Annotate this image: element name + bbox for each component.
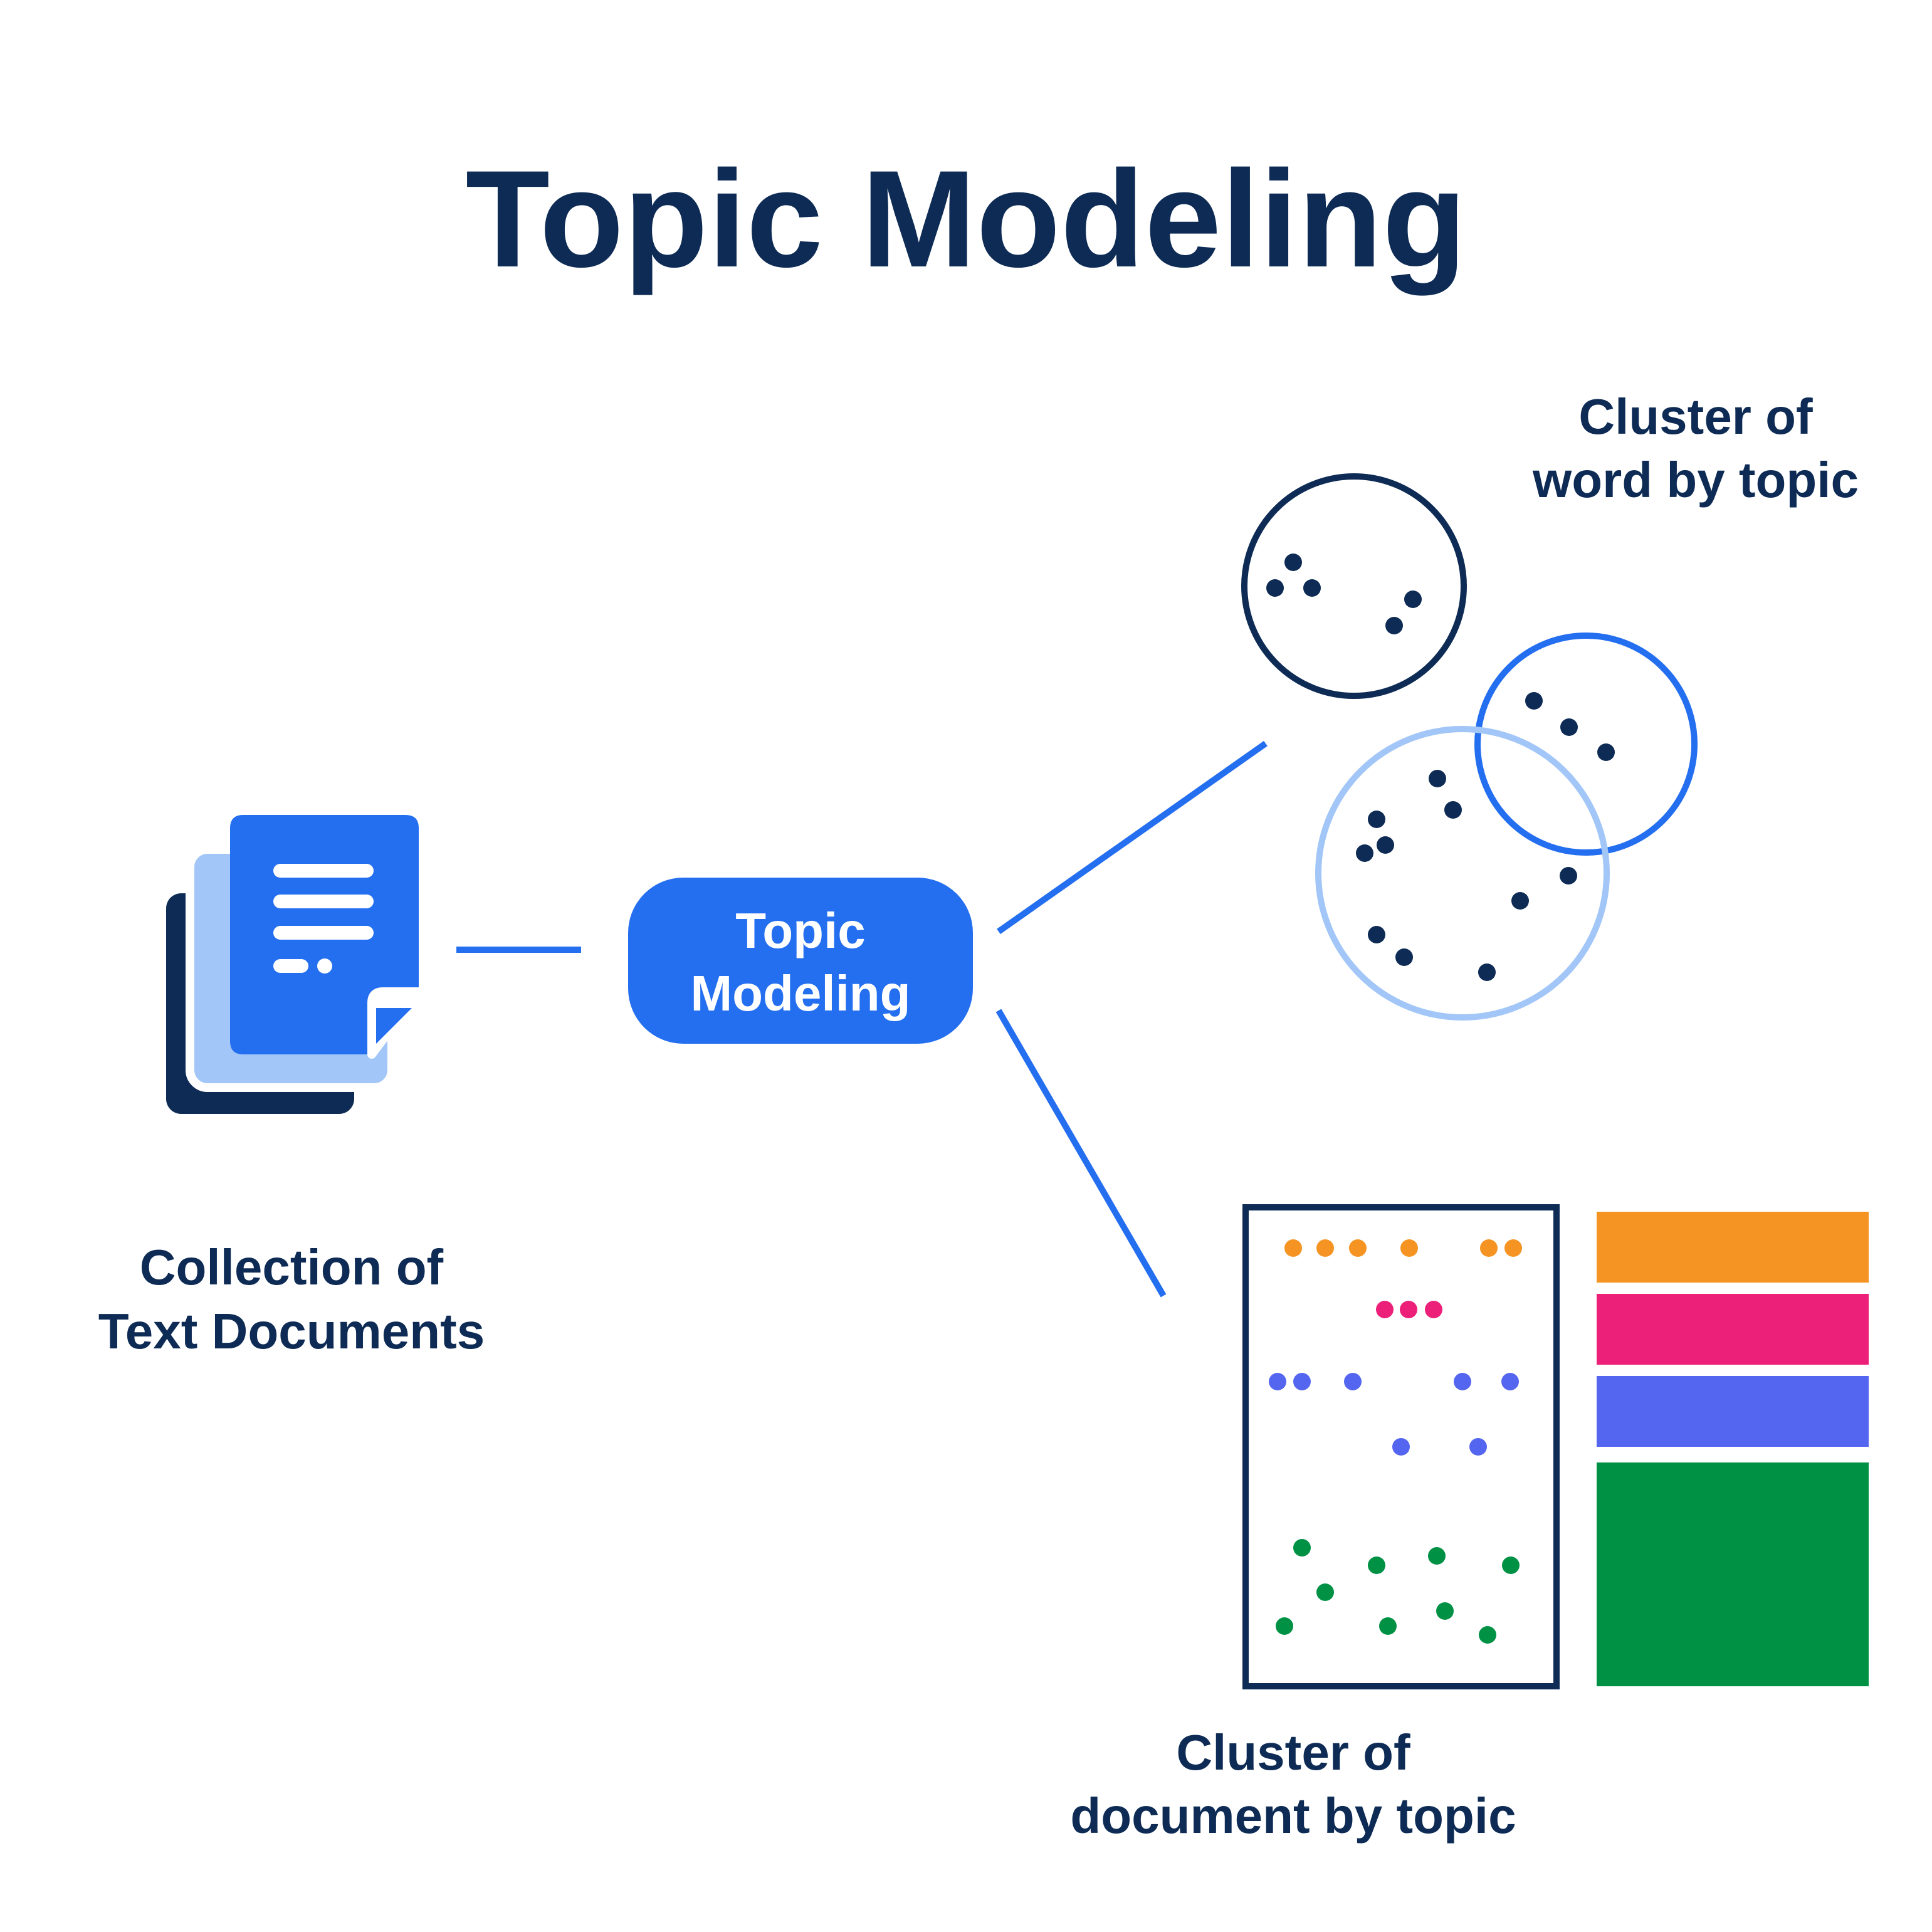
document-stack-icon	[166, 815, 423, 1114]
connector-process-to-document-clusters	[995, 1009, 1167, 1298]
document-dot	[1276, 1617, 1293, 1635]
word-dot	[1444, 801, 1462, 819]
document-dot	[1428, 1547, 1446, 1565]
purple-topic-dots	[1269, 1373, 1519, 1456]
word-dot	[1560, 718, 1578, 736]
word-dot	[1429, 770, 1446, 787]
source-label-line-2: Text Documents	[98, 1303, 485, 1359]
green-topic-dots	[1276, 1539, 1520, 1644]
word-dot	[1266, 579, 1284, 597]
word-dots	[1266, 554, 1615, 981]
pink-topic-dots	[1376, 1301, 1442, 1318]
document-dot	[1400, 1239, 1418, 1257]
page-title: Topic Modeling	[466, 142, 1467, 296]
word-dot	[1511, 892, 1529, 910]
word-dot	[1385, 617, 1403, 634]
document-dot	[1469, 1438, 1487, 1456]
document-dot	[1368, 1557, 1385, 1574]
document-dot	[1316, 1239, 1334, 1257]
word-dot	[1368, 811, 1385, 828]
green-topic-bar	[1597, 1462, 1869, 1686]
folded-corner-fill	[376, 1008, 412, 1044]
word-dot	[1404, 591, 1422, 608]
document-dot	[1376, 1301, 1394, 1318]
document-dot	[1392, 1438, 1410, 1456]
document-dot	[1293, 1539, 1311, 1557]
word-cluster-circle-navy	[1241, 473, 1467, 699]
document-dot	[1400, 1301, 1417, 1318]
document-cluster-label-line-1: Cluster of	[1176, 1725, 1410, 1780]
document-cluster-frame	[1242, 1204, 1560, 1689]
document-dot	[1349, 1239, 1367, 1257]
process-label-line-2: Modeling	[690, 965, 910, 1021]
document-dot	[1504, 1239, 1522, 1257]
document-dot	[1436, 1602, 1454, 1620]
word-dot	[1356, 844, 1373, 862]
word-dot	[1377, 836, 1394, 854]
document-dot	[1284, 1239, 1302, 1257]
document-dot	[1344, 1373, 1362, 1390]
document-dot	[1454, 1373, 1471, 1390]
word-cluster-circle-blue	[1474, 633, 1698, 856]
document-dot	[1480, 1239, 1498, 1257]
source-label-line-1: Collection of	[140, 1239, 444, 1295]
word-dot	[1525, 692, 1543, 710]
text-line-dot	[317, 958, 332, 974]
word-cluster-label-line-1: Cluster of	[1578, 389, 1813, 444]
document-dot	[1425, 1301, 1442, 1318]
orange-topic-bar	[1597, 1212, 1869, 1283]
document-dot	[1479, 1626, 1496, 1644]
purple-topic-bar	[1597, 1376, 1869, 1447]
word-dot	[1478, 963, 1496, 981]
word-cluster-diagram	[1241, 473, 1698, 1021]
orange-topic-dots	[1284, 1239, 1522, 1257]
word-dot	[1284, 554, 1302, 571]
word-dot	[1395, 948, 1413, 966]
word-dot	[1560, 867, 1577, 885]
pink-topic-bar	[1597, 1294, 1869, 1365]
document-dot	[1502, 1557, 1520, 1574]
connector-process-to-word-clusters	[997, 740, 1268, 935]
process-label-line-1: Topic	[735, 903, 865, 958]
document-dot	[1316, 1583, 1334, 1601]
word-cluster-label-line-2: word by topic	[1532, 452, 1859, 508]
word-dot	[1597, 743, 1615, 761]
document-cluster-label-line-2: document by topic	[1070, 1788, 1516, 1844]
word-cluster-circle-light-blue	[1315, 726, 1610, 1021]
document-dot	[1501, 1373, 1519, 1390]
word-dot	[1368, 926, 1385, 943]
document-dot	[1293, 1373, 1311, 1390]
document-dot	[1379, 1617, 1397, 1635]
topic-modeling-process-box	[628, 878, 973, 1044]
document-cluster-diagram	[1242, 1204, 1869, 1689]
document-dot	[1269, 1373, 1286, 1390]
word-dot	[1303, 579, 1321, 597]
